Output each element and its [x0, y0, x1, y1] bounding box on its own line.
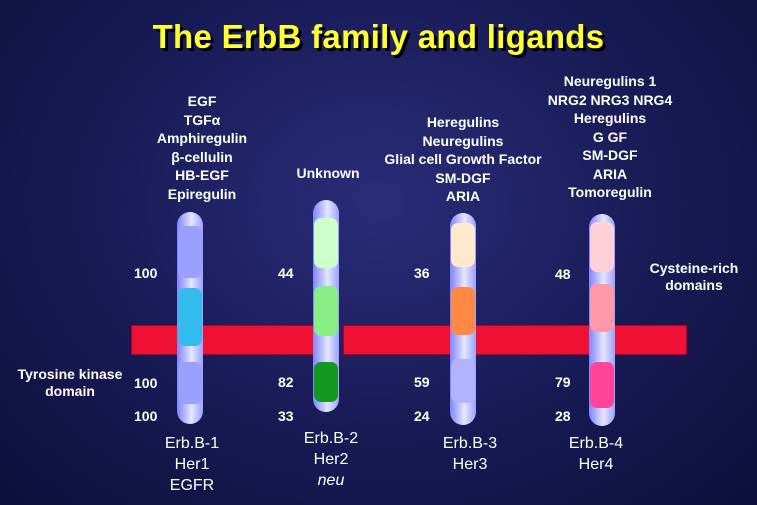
- tyrosine-kinase-domain: [314, 362, 338, 402]
- ligand-sm-dgf: SM-DGF: [582, 147, 638, 163]
- identity-erbb3-cysteine: 36: [414, 265, 430, 281]
- transmembrane-domain: [178, 288, 202, 346]
- receptor-alias: Her1: [174, 456, 210, 473]
- identity-erbb4-kinase: 79: [555, 374, 571, 390]
- tyrosine-kinase-domain: [178, 362, 202, 404]
- ligand-betacellulin: β-cellulin: [171, 148, 233, 165]
- identity-erbb4-tail: 28: [555, 408, 571, 424]
- receptor-alias: neu: [317, 472, 345, 489]
- ligand-ggf: G GF: [592, 128, 628, 145]
- identity-erbb1-kinase: 100: [134, 375, 158, 391]
- transmembrane-domain: [451, 287, 475, 335]
- cysteine-rich-label: Cysteine-rich domains: [649, 260, 739, 293]
- identity-erbb2-cysteine: 44: [278, 265, 294, 281]
- receptor-label-erbb4: Erb.B-4 Her4: [556, 433, 636, 475]
- identity-erbb3-kinase: 59: [414, 374, 430, 390]
- cell-membrane-segment: [474, 325, 600, 355]
- identity-erbb4-cysteine: 48: [555, 266, 571, 282]
- receptor-name: Erb.B-1: [164, 435, 220, 452]
- identity-erbb1-tail: 100: [134, 408, 158, 424]
- cell-membrane-segment: [611, 325, 687, 355]
- receptor-name: Erb.B-2: [303, 430, 359, 447]
- tyrosine-kinase-domain: [590, 362, 614, 408]
- slide-title: The ErbB family and ligands: [152, 18, 605, 55]
- receptor-label-erbb2: Erb.B-2 Her2 neu: [291, 428, 371, 491]
- ligand-heregulins: Heregulins: [426, 114, 500, 130]
- identity-erbb1-cysteine: 100: [134, 265, 158, 281]
- ligand-hb-egf: HB-EGF: [175, 167, 229, 183]
- receptor-label-erbb3: Erb.B-3 Her3: [430, 433, 510, 475]
- receptor-alias: Her4: [578, 456, 614, 473]
- ligand-sm-dgf: SM-DGF: [435, 169, 491, 186]
- receptor-name: Erb.B-4: [568, 435, 624, 452]
- ligand-nrg2-nrg3-nrg4: NRG2 NRG3 NRG4: [547, 91, 673, 108]
- identity-erbb2-kinase: 82: [278, 374, 294, 390]
- identity-erbb3-tail: 24: [414, 408, 430, 424]
- cysteine-rich-domain: [451, 223, 475, 267]
- ligands-erbb1: EGF TGFα Amphiregulin β-cellulin HB-EGF …: [140, 92, 264, 203]
- receptor-erbb2: [313, 200, 339, 412]
- ligand-tgfa: TGFα: [183, 111, 221, 128]
- cysteine-rich-domain: [590, 222, 614, 272]
- identity-erbb2-tail: 33: [278, 408, 294, 424]
- cysteine-rich-domain: [178, 226, 202, 278]
- ligand-heregulins: Heregulins: [573, 110, 647, 126]
- ligand-aria: ARIA: [445, 188, 481, 204]
- ligands-erbb2: Unknown: [278, 164, 378, 183]
- cysteine-rich-domain: [314, 218, 338, 268]
- receptor-label-erbb1: Erb.B-1 Her1 EGFR: [152, 433, 232, 496]
- tyrosine-kinase-domain: [451, 359, 475, 403]
- cell-membrane-segment: [343, 325, 463, 355]
- ligand-unknown: Unknown: [296, 165, 360, 181]
- ligand-amphiregulin: Amphiregulin: [156, 130, 248, 146]
- tyrosine-kinase-label: Tyrosine kinase domain: [17, 366, 123, 399]
- ligand-glial-growth-factor: Glial cell Growth Factor: [384, 151, 542, 167]
- receptor-alias: Her3: [452, 456, 488, 473]
- receptor-name: Erb.B-3: [442, 435, 498, 452]
- receptor-erbb3: [450, 213, 476, 425]
- ligand-neuregulins: Neuregulins: [422, 132, 504, 149]
- ligands-erbb3: Heregulins Neuregulins Glial cell Growth…: [372, 113, 554, 206]
- ligand-egf: EGF: [187, 93, 217, 109]
- transmembrane-domain: [590, 284, 614, 332]
- receptor-erbb4: [589, 214, 615, 426]
- receptor-erbb1: [177, 212, 203, 424]
- ligands-erbb4: Neuregulins 1 NRG2 NRG3 NRG4 Heregulins …: [530, 72, 690, 202]
- transmembrane-domain: [314, 286, 338, 336]
- cell-membrane-segment: [131, 325, 332, 355]
- receptor-alias: Her2: [313, 451, 349, 468]
- ligand-epiregulin: Epiregulin: [167, 185, 237, 202]
- ligand-tomoregulin: Tomoregulin: [568, 184, 652, 200]
- ligand-neuregulins-1: Neuregulins 1: [563, 73, 657, 89]
- ligand-aria: ARIA: [592, 165, 628, 182]
- receptor-alias: EGFR: [169, 477, 215, 494]
